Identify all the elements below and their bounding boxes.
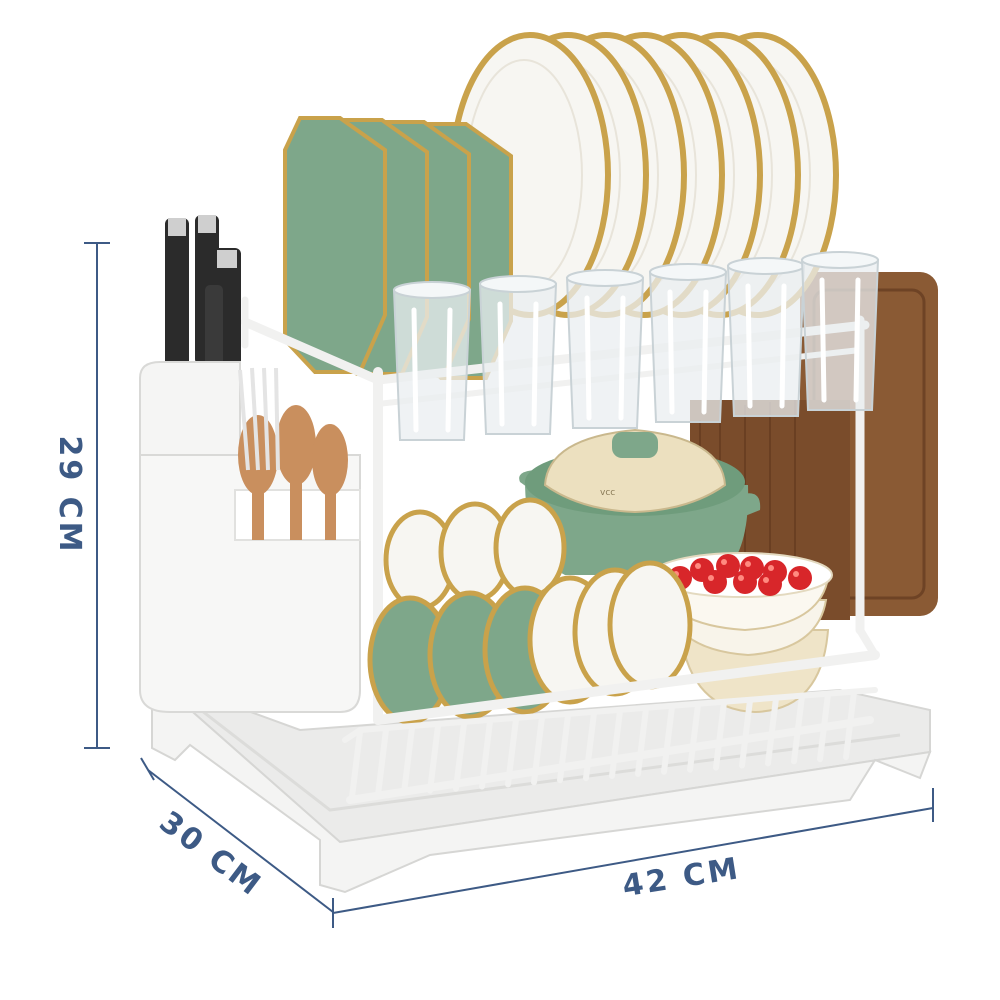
lower-bowls [367,497,693,725]
white-bowl [607,560,693,690]
dimension-height: 29 CM [52,242,110,749]
glass-cup [800,251,880,411]
cherry-tomato [758,572,782,596]
glass-cup [478,275,558,435]
glass-cup [565,269,645,429]
copper-spoons-forks [238,367,348,540]
glass-cup [392,281,472,441]
lower-rack [342,626,880,804]
cherry-tomato [733,570,757,594]
green-plate [283,116,387,374]
glass-cup [726,257,806,417]
glass-cups [392,251,880,441]
cherry-tomato [703,570,727,594]
height-dimension-label: 29 CM [52,435,87,554]
cherry-tomato [788,566,812,590]
white-plates [449,32,839,318]
glass-cup [648,263,728,423]
casserole-pot: vcc [519,428,761,575]
utensil-holder [139,215,361,713]
depth-dimension-label: 30 CM [153,805,269,905]
svg-text:vcc: vcc [600,488,615,498]
